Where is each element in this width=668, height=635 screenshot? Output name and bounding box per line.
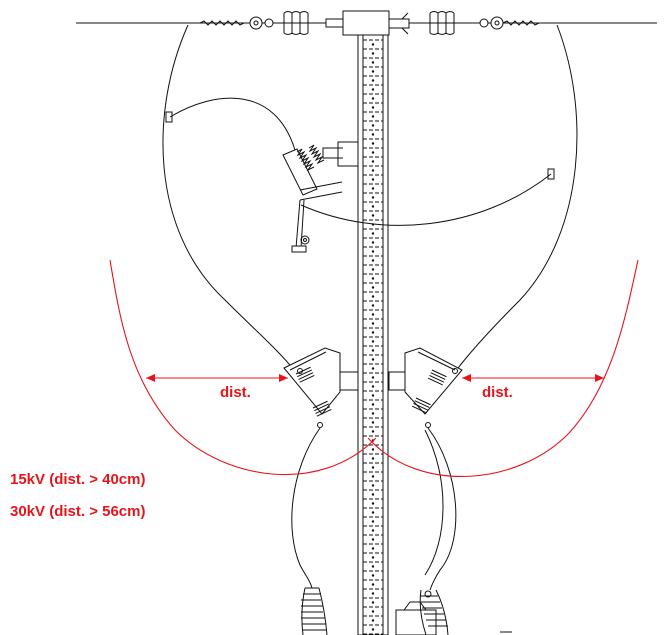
right-down-lead-2 (424, 429, 444, 576)
pole-bolt (371, 151, 375, 154)
pole-bolt (371, 331, 375, 334)
right-bushing-insulator (395, 589, 449, 635)
pole-bolt (371, 214, 375, 217)
pole-bolt (371, 313, 375, 316)
right-down-lead (427, 427, 457, 591)
clearance-rule-15kv: 15kV (dist. > 40cm) (10, 471, 146, 488)
pole-bolt (371, 520, 375, 523)
pole-bolt (371, 448, 375, 451)
pole-bolt (371, 529, 375, 532)
pole-bolt (371, 142, 375, 145)
dist-label-right: dist. (482, 384, 513, 401)
pole-bolt (371, 70, 375, 73)
disconnector-switch (282, 141, 359, 253)
right-jumper-wire (454, 24, 578, 373)
pole-bolt (371, 322, 375, 325)
left-down-lead (291, 427, 321, 589)
pole-bolt (371, 115, 375, 118)
left-dist-dimension (146, 374, 288, 382)
pole-bolt (371, 619, 375, 622)
pole-bolt (371, 547, 375, 550)
disconnector-return-wire (300, 173, 552, 226)
pole-bolt (371, 259, 375, 262)
pole-bolt (371, 412, 375, 415)
left-strain-insulator-string (199, 11, 345, 35)
pole-bolt (371, 511, 375, 514)
pole-bolt (371, 628, 375, 631)
right-strain-insulator-string (388, 11, 540, 35)
pole-bolt (371, 340, 375, 343)
pole-bolt (371, 52, 375, 55)
pole-bolt (371, 43, 375, 46)
pole-bolt (371, 610, 375, 613)
pole-bolt (371, 394, 375, 397)
pole-top-cap (342, 10, 390, 36)
pole-bolt (371, 304, 375, 307)
left-clearance-envelope (109, 259, 377, 476)
pole-bolt (371, 187, 375, 190)
left-bushing-insulator (301, 587, 328, 635)
pole-bolt (371, 556, 375, 559)
right-clearance-envelope (367, 259, 639, 477)
dist-label-left: dist. (220, 384, 251, 401)
pole-bolt (371, 376, 375, 379)
pole-bolt (371, 538, 375, 541)
pole-bolt (371, 205, 375, 208)
pole-bolt (371, 466, 375, 469)
pole-bolt (371, 124, 375, 127)
pole-bolt (371, 484, 375, 487)
pole-bolt (371, 565, 375, 568)
pole-bolt (371, 430, 375, 433)
pole-bolt (371, 493, 375, 496)
clearance-rule-30kv: 30kV (dist. > 56cm) (10, 503, 146, 520)
pole-bolt (371, 601, 375, 604)
pole-bolt (371, 169, 375, 172)
pole-bolt (371, 277, 375, 280)
pole-bolt (371, 403, 375, 406)
disconnector-feed-wire (169, 97, 296, 151)
pole-bolt (371, 457, 375, 460)
right-surge-arrester (388, 347, 463, 428)
pole-bolt (371, 475, 375, 478)
lattice-pole (357, 34, 389, 635)
pole-bolt (371, 88, 375, 91)
pole-bolt (371, 79, 375, 82)
pole-bolt (371, 349, 375, 352)
pole-bolt (371, 97, 375, 100)
pole-bolt (371, 178, 375, 181)
pole-bolt (371, 106, 375, 109)
pole-bolt (371, 367, 375, 370)
pole-bolt (371, 421, 375, 424)
pole-bolt (371, 502, 375, 505)
pole-bolt (371, 196, 375, 199)
pole-bolt (371, 160, 375, 163)
pole-bolt (371, 295, 375, 298)
pole-bolt (371, 592, 375, 595)
left-surge-arrester (283, 347, 359, 428)
pole-bolt (371, 583, 375, 586)
pole-bolt (371, 241, 375, 244)
pole-bolt (371, 232, 375, 235)
pole-bolt (371, 358, 375, 361)
left-jumper-spacer (165, 111, 173, 123)
pole-bolt (371, 268, 375, 271)
pole-bolt (371, 286, 375, 289)
right-dist-dimension (462, 374, 604, 382)
pole-bolt (371, 385, 375, 388)
left-jumper-wire (162, 24, 295, 371)
pole-bolt (371, 133, 375, 136)
pole-bolt (371, 61, 375, 64)
pole-bolt (371, 574, 375, 577)
pole-bolt (371, 250, 375, 253)
